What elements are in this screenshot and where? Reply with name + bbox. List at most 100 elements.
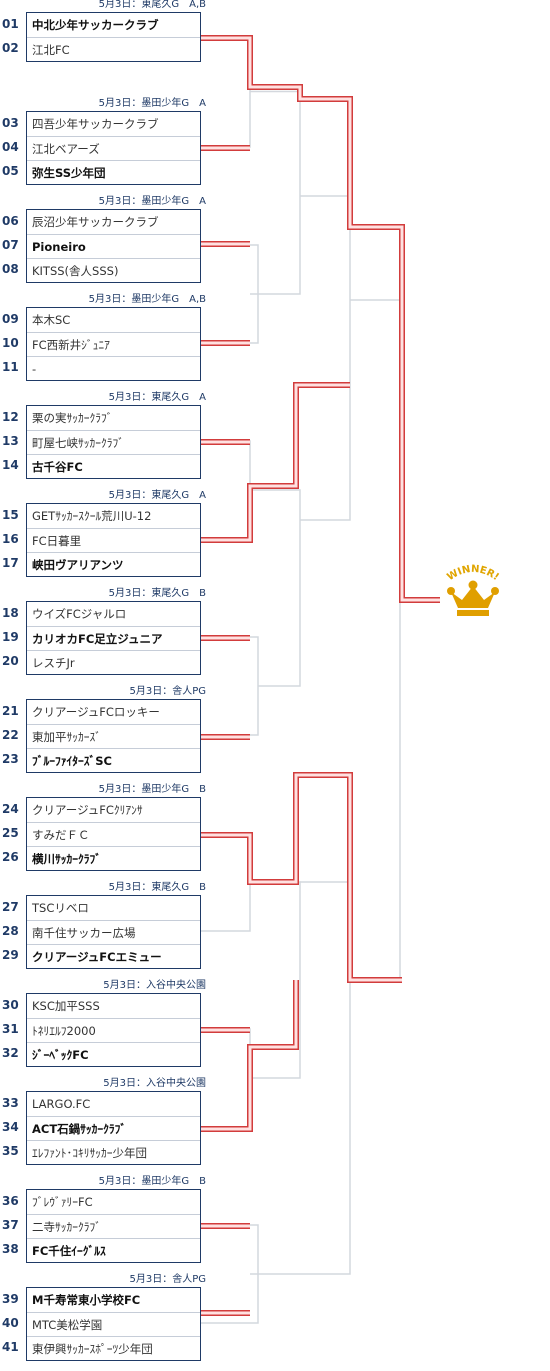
- group-box: ウイズFCジャルロカリオカFC足立ジュニアレスチJr: [26, 601, 201, 675]
- group-box: 中北少年サッカークラブ江北FC: [26, 12, 201, 62]
- advance-line: [200, 980, 299, 1132]
- crown-icon: WINNER!: [445, 564, 501, 616]
- seed-number: 37: [2, 1218, 19, 1232]
- team-name[interactable]: クリアージュFCエミュー: [27, 944, 200, 969]
- team-name[interactable]: KITSS(舎人SSS): [27, 258, 200, 283]
- team-name[interactable]: TSCリベロ: [32, 901, 89, 915]
- team-name[interactable]: FC千住ｲｰｸﾞﾙｽ: [27, 1238, 200, 1263]
- group-venue-label: 5月3日：東尾久G A: [108, 490, 206, 501]
- team-name[interactable]: 四吾少年サッカークラブ: [32, 117, 159, 131]
- team-name[interactable]: LARGO.FC: [32, 1097, 91, 1111]
- seed-number: 34: [2, 1120, 19, 1134]
- bracket-line: [250, 90, 301, 295]
- seed-number: 26: [2, 850, 19, 864]
- group-venue-label: 5月3日：墨田少年G B: [98, 1176, 206, 1187]
- bracket-line: [200, 1224, 259, 1324]
- team-name[interactable]: レスチJr: [27, 650, 200, 675]
- team-name[interactable]: 二寺ｻｯｶｰｸﾗﾌﾞ: [27, 1214, 200, 1239]
- seed-number: 33: [2, 1096, 19, 1110]
- advance-line-inner: [200, 36, 440, 602]
- team-name[interactable]: ウイズFCジャルロ: [32, 607, 127, 621]
- group-box: 四吾少年サッカークラブ江北ベアーズ弥生SS少年団: [26, 111, 201, 185]
- group-box: 栗の実ｻｯｶｰｸﾗﾌﾞ 町屋七峡ｻｯｶｰｸﾗﾌﾞ古千谷FC: [26, 405, 201, 479]
- advance-line: [200, 382, 350, 543]
- team-name[interactable]: ｴﾚﾌｧﾝﾄ･ｺｷﾘｻｯｶｰ少年団: [27, 1140, 200, 1165]
- team-name[interactable]: 辰沼少年サッカークラブ: [32, 215, 159, 229]
- team-name[interactable]: 江北ベアーズ: [27, 136, 200, 161]
- team-name[interactable]: ﾌﾞﾚｳﾞｧﾘｰFC: [32, 1195, 93, 1209]
- team-name[interactable]: クリアージュFCロッキー: [32, 705, 160, 719]
- team-name[interactable]: すみだＦＣ: [27, 822, 200, 847]
- team-name[interactable]: MTC美松学園: [27, 1312, 200, 1337]
- team-name[interactable]: 東加平ｻｯｶｰｽﾞ: [27, 724, 200, 749]
- seed-number: 08: [2, 262, 19, 276]
- seed-number: 14: [2, 458, 19, 472]
- seed-number: 23: [2, 752, 19, 766]
- team-name[interactable]: ﾄﾈﾘｴﾙﾌ2000: [27, 1018, 200, 1043]
- group-box: クリアージュFCロッキー東加平ｻｯｶｰｽﾞﾌﾞﾙｰﾌｧｲﾀｰｽﾞSC: [26, 699, 201, 773]
- team-name[interactable]: クリアージュFCｸﾘｱﾝｻ: [32, 803, 143, 817]
- group-box: M千寿常東小学校FC MTC美松学園東伊興ｻｯｶｰｽﾎﾟｰﾂ少年団: [26, 1287, 201, 1361]
- team-name[interactable]: M千寿常東小学校FC: [32, 1293, 141, 1307]
- group-venue-label: 5月3日：東尾久G B: [108, 588, 206, 599]
- team-name[interactable]: 横川ｻｯｶｰｸﾗﾌﾞ: [27, 846, 200, 871]
- bracket-line: [200, 832, 251, 932]
- bracket-line: [300, 881, 351, 1275]
- seed-number: 19: [2, 630, 19, 644]
- group-venue-label: 5月3日：東尾久G B: [108, 882, 206, 893]
- seed-number: 22: [2, 728, 19, 742]
- team-name[interactable]: 東伊興ｻｯｶｰｽﾎﾟｰﾂ少年団: [27, 1336, 200, 1361]
- team-name[interactable]: ﾌﾞﾙｰﾌｧｲﾀｰｽﾞSC: [27, 748, 200, 773]
- seed-number: 24: [2, 802, 19, 816]
- group-venue-label: 5月3日：入谷中央公園: [103, 980, 206, 991]
- team-name[interactable]: 町屋七峡ｻｯｶｰｸﾗﾌﾞ: [27, 430, 200, 455]
- seed-number: 15: [2, 508, 19, 522]
- seed-number: 01: [2, 17, 19, 31]
- bracket-line: [200, 636, 259, 736]
- group-box: TSCリベロ南千住サッカー広場クリアージュFCエミュー: [26, 895, 201, 969]
- advance-line: [200, 772, 402, 983]
- bracket-line: [200, 440, 251, 540]
- seed-number: 27: [2, 900, 19, 914]
- team-name[interactable]: カリオカFC足立ジュニア: [27, 626, 200, 651]
- group-venue-label: 5月3日：墨田少年G A: [98, 98, 206, 109]
- seed-number: 09: [2, 312, 19, 326]
- team-name[interactable]: 古千谷FC: [27, 454, 200, 479]
- team-name[interactable]: 栗の実ｻｯｶｰｸﾗﾌﾞ: [32, 411, 113, 425]
- team-name[interactable]: 本木SC: [32, 313, 71, 327]
- team-name[interactable]: Pioneiro: [27, 234, 200, 259]
- team-name[interactable]: FC西新井ｼﾞｭﾆｱ: [27, 332, 200, 357]
- seed-number: 02: [2, 41, 19, 55]
- team-name[interactable]: 江北FC: [27, 37, 200, 62]
- group-venue-label: 5月3日：舎人PG: [129, 686, 206, 697]
- team-name[interactable]: -: [27, 356, 200, 381]
- seed-number: 25: [2, 826, 19, 840]
- team-name[interactable]: ｼﾞｰﾍﾞｯｸFC: [27, 1042, 200, 1067]
- seed-number: 32: [2, 1046, 19, 1060]
- team-name[interactable]: FC日暮里: [27, 528, 200, 553]
- seed-number: 29: [2, 948, 19, 962]
- team-name[interactable]: 南千住サッカー広場: [27, 920, 200, 945]
- advance-line-inner: [200, 980, 298, 1131]
- team-name[interactable]: 弥生SS少年団: [27, 160, 200, 185]
- team-name[interactable]: ACT石鍋ｻｯｶｰｸﾗﾌﾞ: [27, 1116, 200, 1141]
- team-name[interactable]: GETｻｯｶｰｽｸｰﾙ荒川U-12: [32, 509, 152, 523]
- group-venue-label: 5月3日：墨田少年G B: [98, 784, 206, 795]
- group-venue-label: 5月3日：東尾久G A: [108, 392, 206, 403]
- seed-number: 39: [2, 1292, 19, 1306]
- team-name[interactable]: KSC加平SSS: [32, 999, 100, 1013]
- seed-number: 16: [2, 532, 19, 546]
- bracket-line: [200, 244, 259, 344]
- group-box: 本木SC FC西新井ｼﾞｭﾆｱ-: [26, 307, 201, 381]
- team-name[interactable]: 中北少年サッカークラブ: [32, 18, 159, 32]
- bracket-line: [300, 195, 351, 521]
- seed-number: 21: [2, 704, 19, 718]
- team-name[interactable]: 峡田ヴアリアンツ: [27, 552, 200, 577]
